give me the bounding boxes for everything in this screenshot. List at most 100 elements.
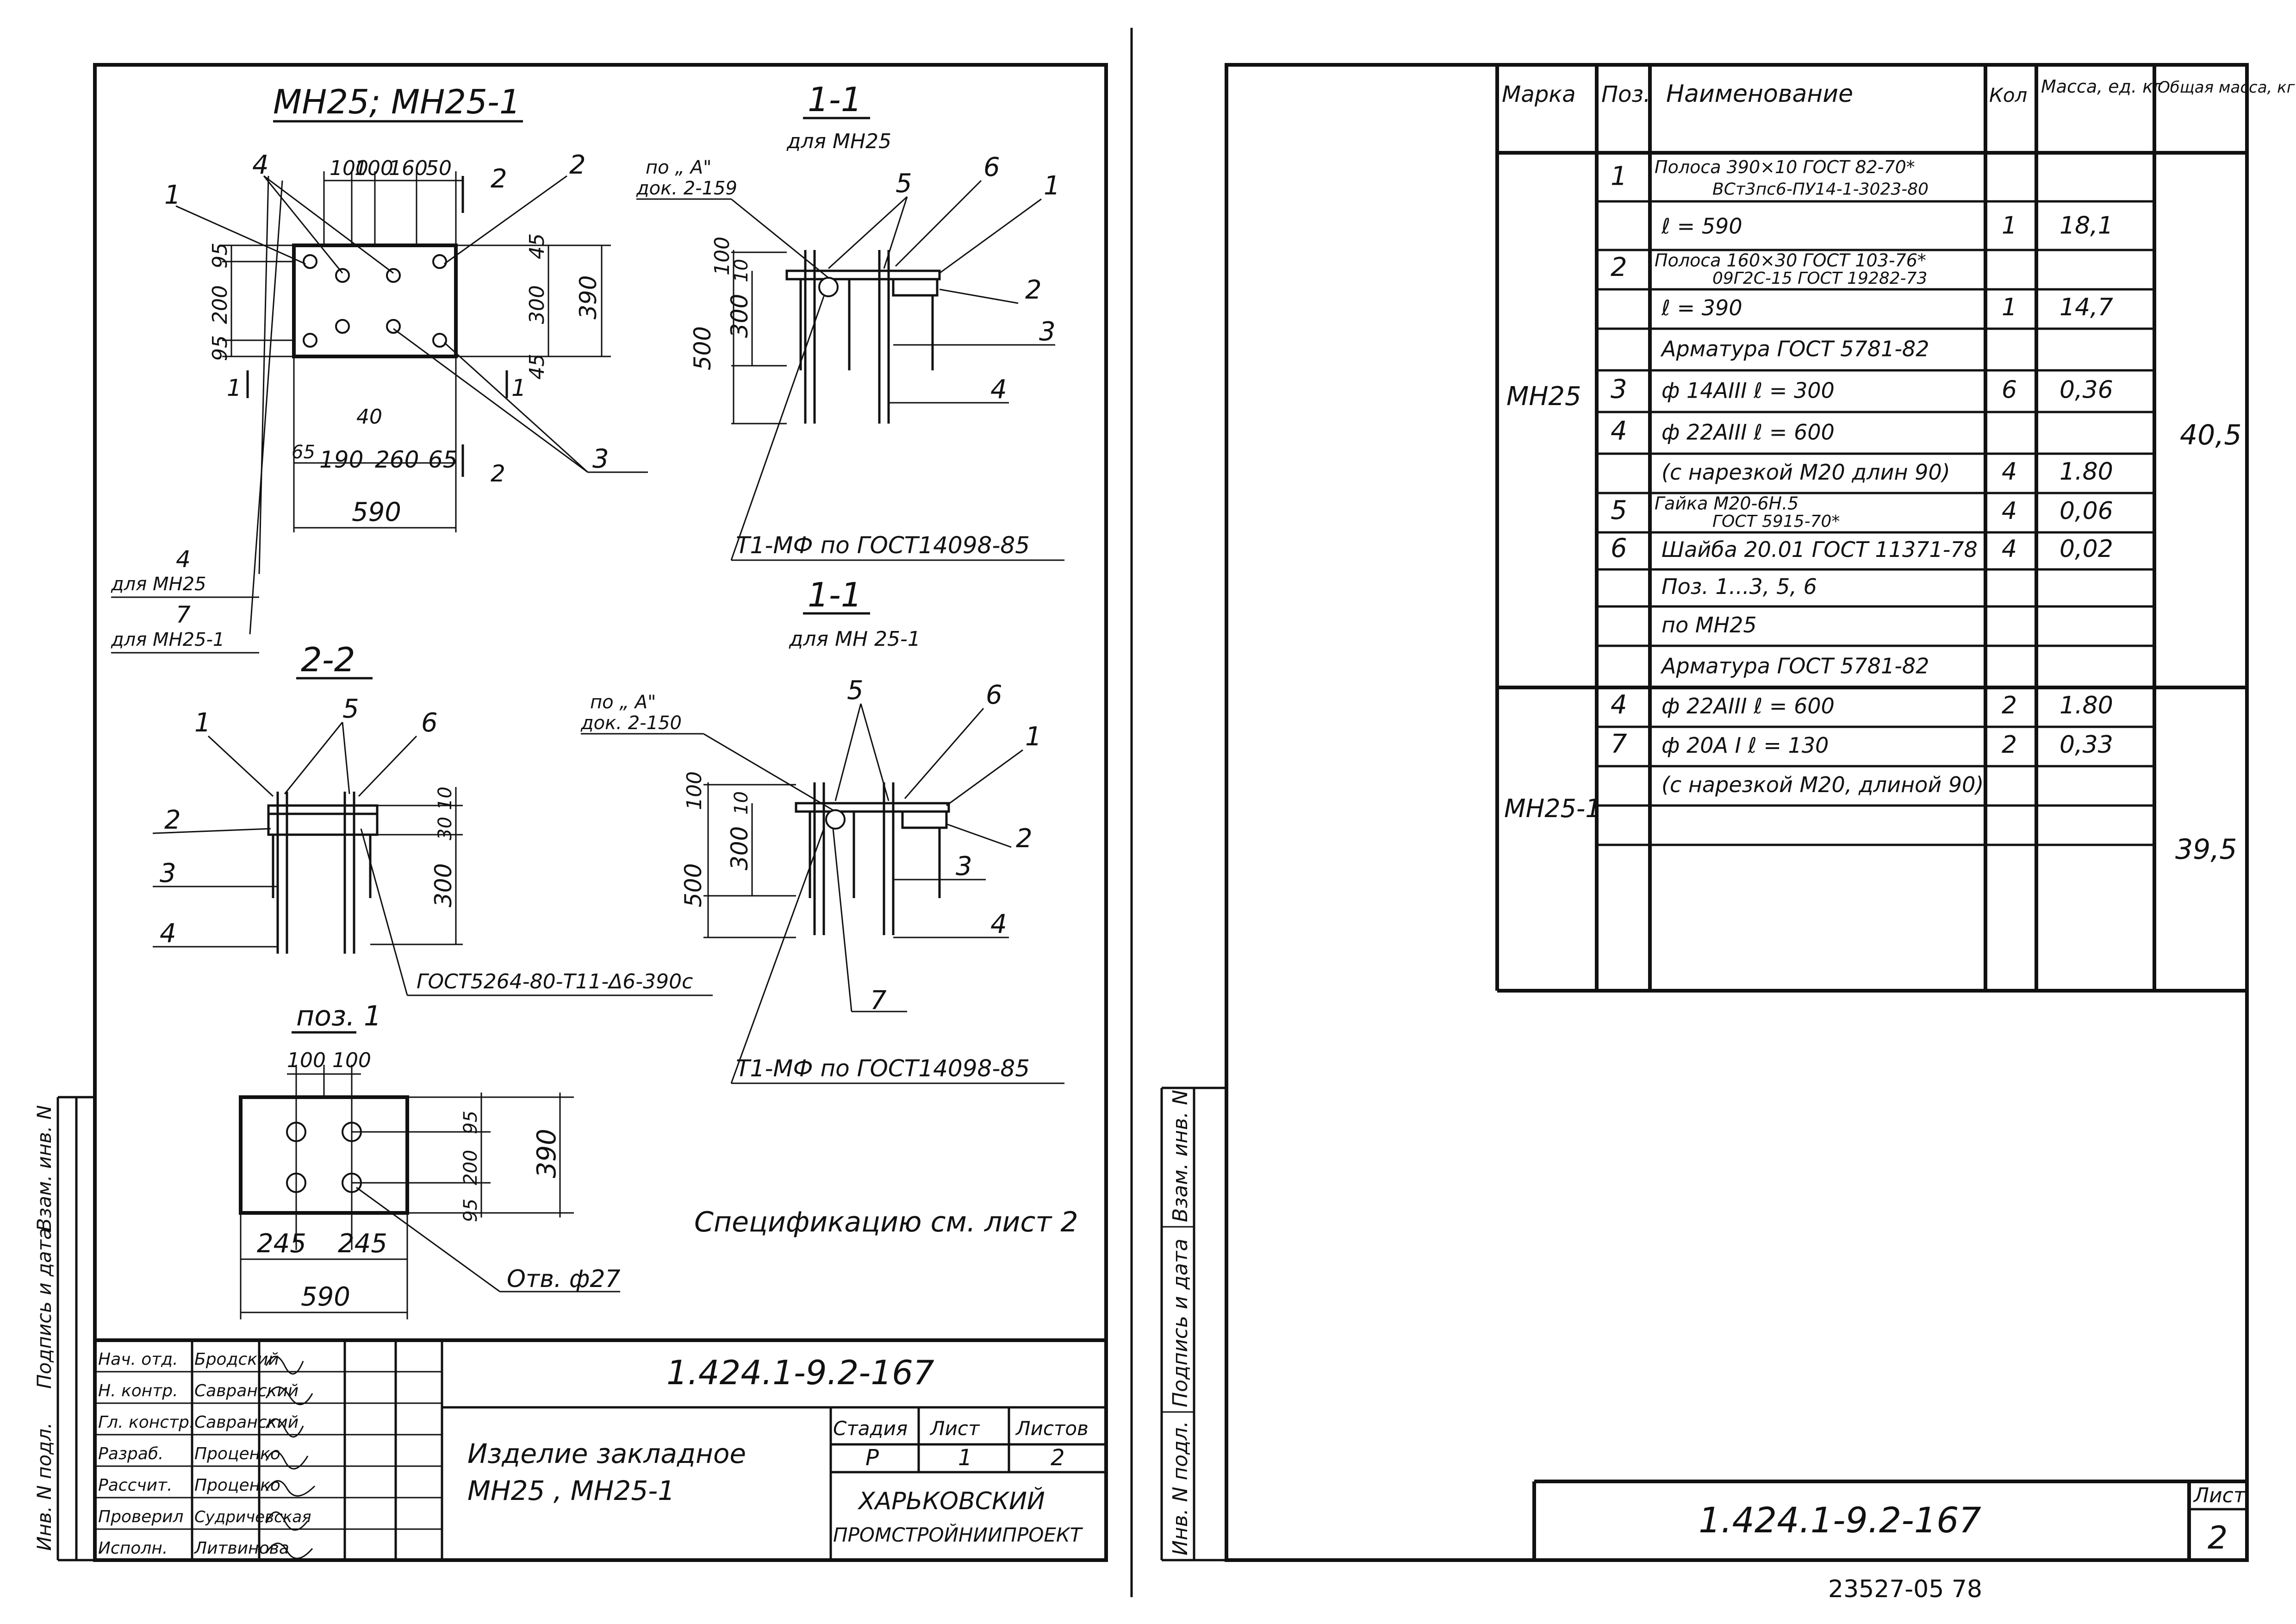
left-side-stamp: Инв. N подл. Подпись и дата Взам. инв. N	[33, 1096, 95, 1562]
plan-note-text-1: для МН25	[111, 574, 206, 595]
plan-dim-bottom-1: 65	[292, 442, 315, 463]
sheet-number-right: 2	[2208, 1520, 2228, 1556]
signature	[265, 1355, 316, 1559]
spec-row-name2: ГОСТ 5915-70*	[1712, 512, 1840, 531]
spec-row-name: ф 14АIII ℓ = 300	[1661, 378, 1835, 403]
sheets-value: 2	[1051, 1445, 1065, 1471]
header-qty: Кол	[1989, 84, 2027, 106]
plan-dim-bottom-4: 65	[428, 446, 458, 473]
section-1-1-mh25-1: 1-1 для МН 25-1 по „ А" док. 2-150 100 1…	[580, 575, 1064, 1084]
section-a-angle	[892, 278, 939, 297]
plan-dim-40: 40	[356, 405, 382, 429]
plan-callout-1: 1	[164, 180, 181, 210]
staff-role-7: Исполн.	[98, 1539, 168, 1558]
spec-row-name: ф 22АIII ℓ = 600	[1661, 693, 1835, 718]
product-name-2: МН25 , МН25-1	[467, 1475, 675, 1506]
spec-row-pos: 6	[1611, 533, 1627, 563]
section-a-weld-circle	[818, 277, 839, 297]
section-b-weld-circle	[825, 809, 846, 830]
group-mark-mh25-1: МН25-1	[1504, 794, 1601, 823]
staff-name-3: Савранский	[194, 1413, 299, 1432]
plan-view: 100 100 160 50 95 200 95 45 300 45 390 4…	[111, 150, 648, 654]
plan-dim-right-1: 45	[525, 233, 549, 259]
section-2-2: 2-2 10 30 300 1 5 6 2 3 4	[152, 640, 713, 996]
pos1-detail: поз. 1 100 100 95 200 95 390	[239, 1000, 621, 1319]
header-total-mass: Общая масса, кг	[2158, 78, 2296, 97]
staff-role-2: Н. контр.	[98, 1381, 178, 1400]
stage-value: Р	[865, 1445, 879, 1471]
plan-callout-2: 2	[569, 150, 586, 180]
plan-callout-4: 4	[252, 150, 269, 180]
section-1-1-mh25: 1-1 для МН25 по „ А" док. 2-159 100 10 3…	[636, 80, 1064, 561]
spec-note: Спецификацию см. лист 2	[694, 1206, 1078, 1238]
spec-row-name: Полоса 390×10 ГОСТ 82-70*	[1655, 157, 1915, 177]
spec-row-name: Гайка М20-6Н.5	[1655, 493, 1798, 514]
spec-row-qty: 1	[2002, 212, 2017, 239]
staff-role-4: Разраб.	[98, 1444, 163, 1463]
section-22-plate	[267, 804, 379, 815]
right-side-stamp: Инв. N подл. Подпись и дата Взам. инв. N	[1160, 1087, 1226, 1562]
pos1-plate	[239, 1095, 409, 1215]
pos1-title: поз. 1	[296, 1000, 381, 1032]
plan-dim-top-2: 100	[355, 156, 393, 180]
header-name: Наименование	[1666, 80, 1853, 108]
section-b-title: 1-1	[808, 575, 862, 614]
right-frame	[1225, 63, 2249, 1562]
section-a-subtitle: для МН25	[786, 130, 891, 153]
spec-row-qty: 4	[2002, 497, 2017, 525]
staff-role-3: Гл. констр.	[98, 1413, 194, 1432]
header-pos: Поз.	[1601, 81, 1650, 107]
section-a-ref1: по „ А"	[646, 157, 712, 178]
plan-dim-left-1: 95	[208, 243, 232, 269]
section-b-ref1: по „ А"	[590, 692, 656, 713]
spec-row-name: ℓ = 390	[1661, 295, 1742, 320]
section-22-callout-5: 5	[342, 694, 359, 724]
right-stamp-text-3: Взам. инв. N	[1169, 1090, 1192, 1222]
section-a-title: 1-1	[808, 80, 862, 119]
spec-row-mass: 0,06	[2060, 497, 2113, 525]
spec-row-name: Арматура ГОСТ 5781-82	[1660, 653, 1929, 678]
spec-row-mass: 0,36	[2060, 376, 2113, 404]
plan-dim-bottom-2: 190	[319, 446, 363, 473]
pos1-dim-right-3: 95	[460, 1111, 481, 1134]
org-name-2: ПРОМСТРОЙНИИПРОЕКТ	[833, 1523, 1083, 1546]
section-b-dim-100: 100	[683, 771, 706, 810]
title-block-right: 1.424.1-9.2-167 Лист 2	[1532, 1480, 2247, 1560]
section-a-plate	[785, 269, 941, 281]
spec-row-mass: 1.80	[2060, 692, 2113, 719]
pos1-dim-bottom-2: 245	[338, 1229, 387, 1259]
section-a-dim-100: 100	[710, 237, 734, 275]
plan-callout-3: 3	[592, 444, 609, 474]
group-total-mh25-1: 39,5	[2175, 833, 2237, 866]
staff-name-4: Проценко	[194, 1444, 280, 1463]
section-a-ref2: док. 2-159	[636, 178, 737, 199]
spec-row-qty: 4	[2002, 458, 2017, 486]
sheet-label: Лист	[929, 1417, 980, 1440]
staff-name-5: Проценко	[194, 1476, 280, 1495]
spec-row-mass: 1.80	[2060, 458, 2113, 486]
plan-hole	[386, 319, 401, 334]
spec-row-pos: 4	[1611, 690, 1627, 720]
section-22-strip	[267, 812, 379, 836]
section-22-callout-3: 3	[160, 858, 176, 888]
staff-name-6: Судричевская	[194, 1508, 311, 1526]
section-22-dim-30: 30	[435, 817, 456, 840]
spec-row-mass: 0,33	[2060, 731, 2113, 759]
plan-dim-right-total: 390	[575, 275, 602, 319]
section-a-callout-3: 3	[1039, 317, 1056, 347]
section-b-callout-4: 4	[990, 909, 1007, 939]
main-title: МН25; МН25-1	[273, 82, 521, 121]
staff-role-6: Проверил	[98, 1507, 184, 1526]
pos1-dim-right-1: 95	[460, 1199, 481, 1222]
title-block-left: Нач. отд. Бродский Н. контр. Савранский …	[95, 1338, 1106, 1560]
spec-row-mass: 0,02	[2060, 535, 2113, 563]
section-22-title: 2-2	[301, 640, 355, 679]
spec-row-qty: 4	[2002, 535, 2017, 563]
doc-code-right: 1.424.1-9.2-167	[1699, 1499, 1981, 1541]
plan-section-mark-left: 1	[227, 375, 242, 401]
pos1-dim-bottom-1: 245	[257, 1229, 306, 1259]
staff-name-7: Литвинова	[193, 1539, 289, 1558]
spec-row-pos: 5	[1611, 495, 1627, 525]
spec-row-name: ф 20А I ℓ = 130	[1661, 733, 1829, 758]
